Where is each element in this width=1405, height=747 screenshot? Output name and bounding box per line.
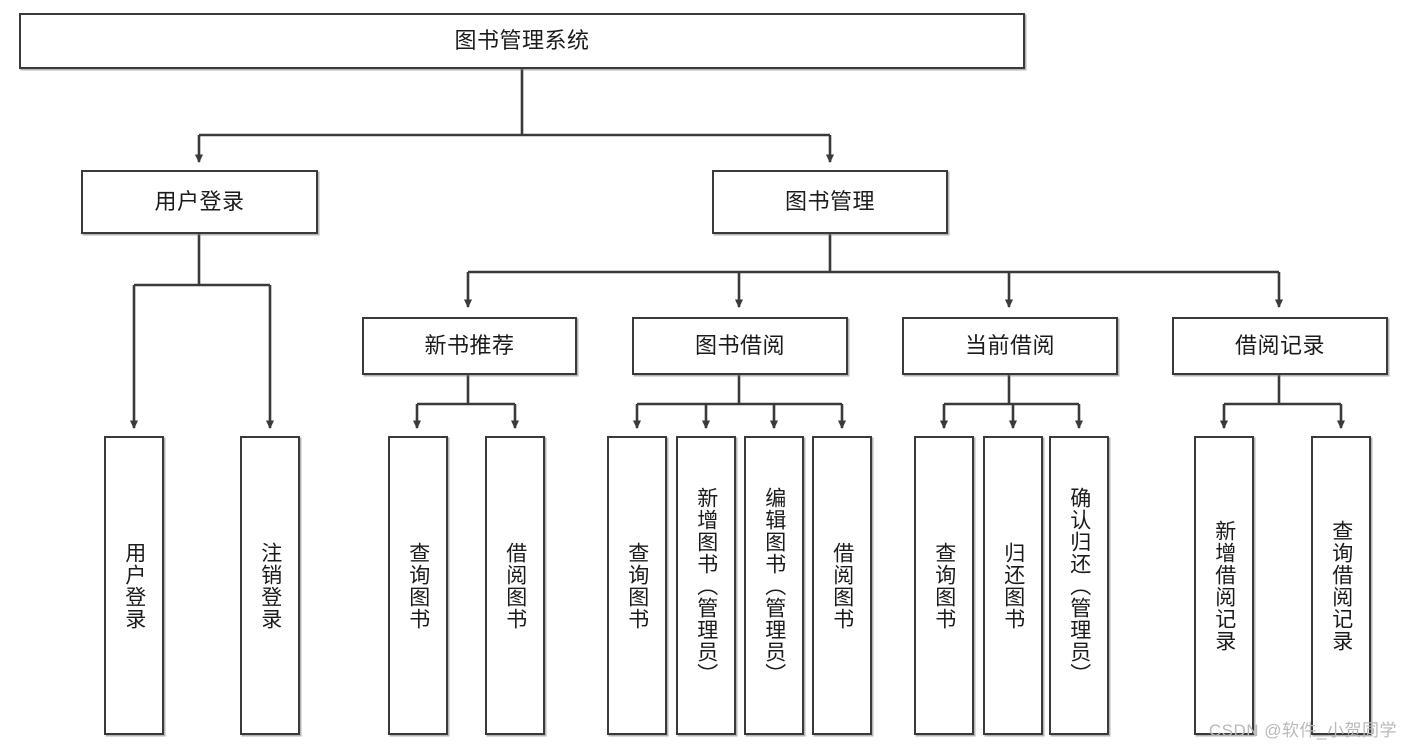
node-leaf-borrow-book-2[interactable]: 借阅图书 (812, 436, 872, 735)
node-leaf-query-record[interactable]: 查询借阅记录 (1311, 436, 1371, 735)
node-book-management[interactable]: 图书管理 (712, 170, 948, 234)
node-label: 确认归还（管理员） (1067, 486, 1091, 685)
node-label: 新增借阅记录 (1212, 519, 1236, 652)
node-label: 查询图书 (625, 541, 649, 630)
node-label: 查询图书 (406, 541, 430, 630)
node-label: 查询借阅记录 (1329, 519, 1353, 652)
node-user-login[interactable]: 用户登录 (81, 170, 318, 234)
node-label: 查询图书 (932, 541, 956, 630)
node-label: 借阅记录 (1234, 333, 1325, 359)
node-leaf-add-book[interactable]: 新增图书（管理员） (676, 436, 736, 735)
node-new-book-recommend[interactable]: 新书推荐 (362, 317, 577, 375)
node-root-system[interactable]: 图书管理系统 (19, 13, 1025, 69)
node-label: 图书管理 (784, 189, 875, 215)
node-label: 图书借阅 (694, 333, 785, 359)
node-leaf-edit-book[interactable]: 编辑图书（管理员） (744, 436, 804, 735)
node-book-borrow[interactable]: 图书借阅 (632, 317, 848, 375)
node-leaf-user-logout[interactable]: 注销登录 (240, 436, 300, 735)
node-leaf-user-login[interactable]: 用户登录 (104, 436, 164, 735)
node-label: 新书推荐 (424, 333, 515, 359)
node-leaf-borrow-book-1[interactable]: 借阅图书 (485, 436, 545, 735)
node-label: 归还图书 (1001, 541, 1025, 630)
node-leaf-query-book-1[interactable]: 查询图书 (388, 436, 448, 735)
node-leaf-query-book-3[interactable]: 查询图书 (914, 436, 974, 735)
node-leaf-confirm-return[interactable]: 确认归还（管理员） (1049, 436, 1109, 735)
node-label: 用户登录 (154, 189, 245, 215)
csdn-watermark: CSDN @软件_小贺同学 (1208, 721, 1397, 740)
node-label: 借阅图书 (830, 541, 854, 630)
node-leaf-query-book-2[interactable]: 查询图书 (607, 436, 667, 735)
node-label: 借阅图书 (503, 541, 527, 630)
node-borrow-record[interactable]: 借阅记录 (1172, 317, 1388, 375)
node-label: 当前借阅 (964, 333, 1055, 359)
node-leaf-add-record[interactable]: 新增借阅记录 (1194, 436, 1254, 735)
node-label: 新增图书（管理员） (694, 486, 718, 685)
node-label: 注销登录 (258, 541, 282, 630)
node-leaf-return-book[interactable]: 归还图书 (983, 436, 1043, 735)
node-current-borrow[interactable]: 当前借阅 (902, 317, 1118, 375)
node-label: 用户登录 (122, 541, 146, 630)
node-label: 图书管理系统 (454, 28, 590, 54)
node-label: 编辑图书（管理员） (762, 486, 786, 685)
